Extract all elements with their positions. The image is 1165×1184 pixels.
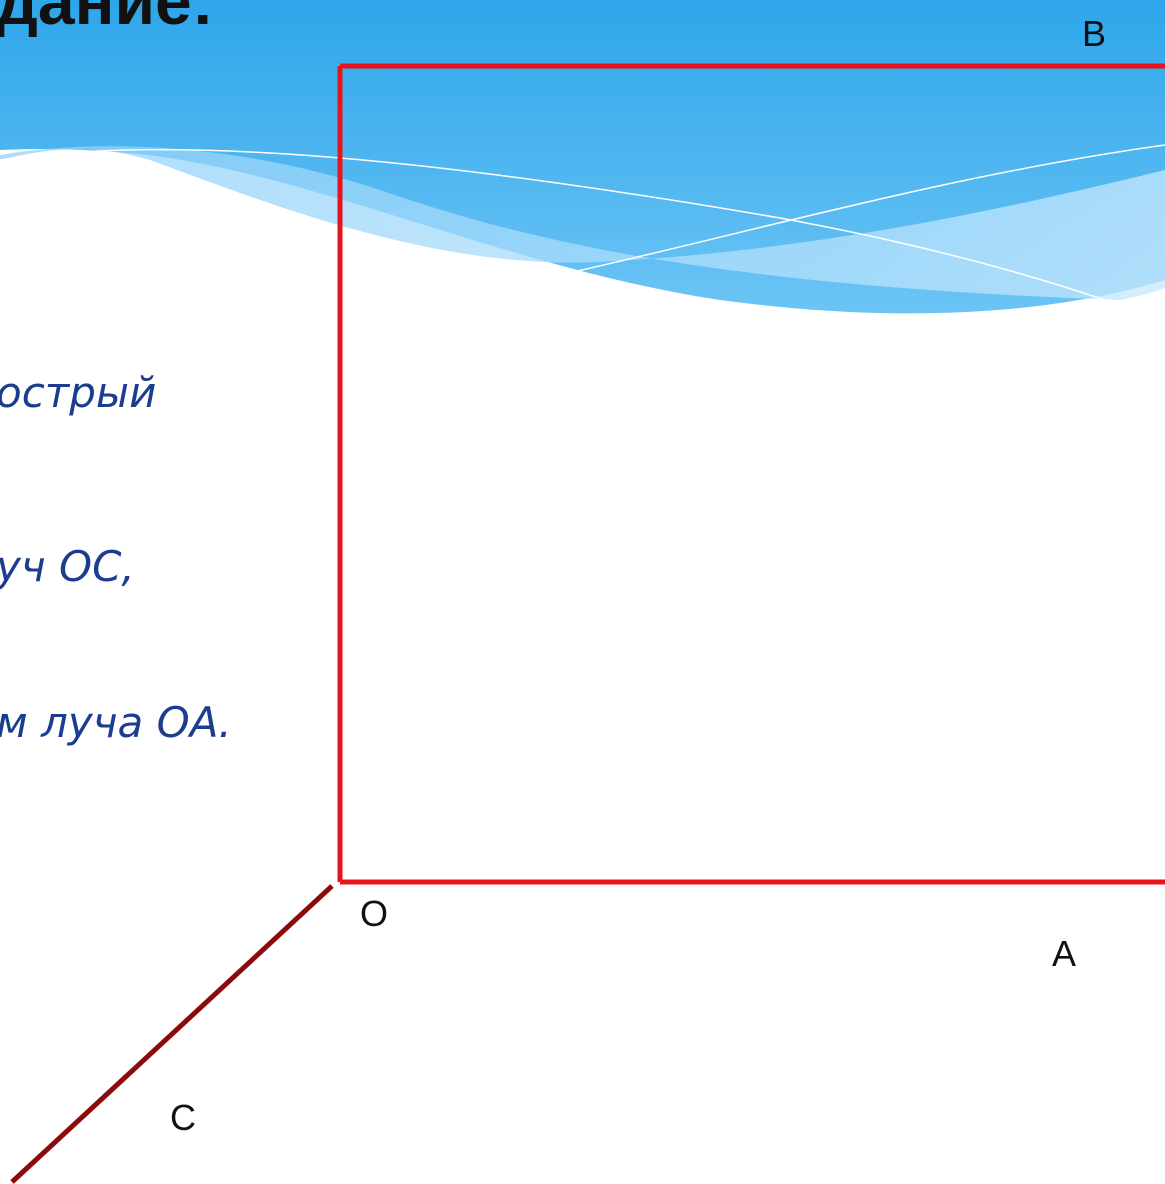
ray-oc: [10, 884, 334, 1184]
header-wave-light: [0, 146, 1165, 300]
task-line-1: острый: [0, 368, 157, 417]
task-line-2: уч ОС,: [0, 542, 135, 591]
slide-title: дание:: [0, 0, 214, 38]
point-label-c: C: [170, 1097, 196, 1138]
header-wave-background: [0, 0, 1165, 314]
header-wave-highlight: [559, 144, 1165, 276]
point-label-a: A: [1052, 933, 1076, 974]
task-line-3: м луча ОА.: [0, 698, 232, 747]
header-wave-line: [0, 148, 1106, 301]
point-label-o: O: [360, 893, 388, 934]
point-label-b: B: [1082, 13, 1106, 54]
